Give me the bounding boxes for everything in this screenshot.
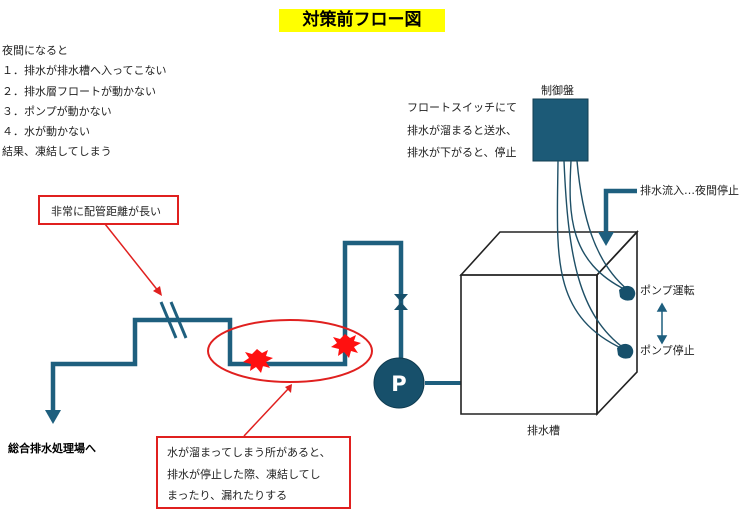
drain-tank	[459, 229, 639, 416]
problem-area-ellipse	[207, 319, 373, 383]
float-cable	[576, 160, 629, 291]
float-cable	[556, 160, 624, 350]
float-switch-icon	[617, 343, 634, 359]
inflow-label: 排水流入…夜間停止	[640, 184, 739, 197]
pump-icon	[373, 357, 425, 409]
pipe-break-icon	[159, 301, 188, 339]
note-line: 結果、凍結してしまう	[2, 145, 112, 159]
inflow-pipe	[603, 188, 637, 236]
note-line: 夜間になると	[2, 44, 68, 57]
note-line: フロートスイッチにて	[407, 101, 517, 114]
discharge-pipe	[50, 240, 404, 418]
float-cable	[569, 160, 627, 291]
control-panel	[532, 98, 589, 162]
arrow-down-icon	[45, 410, 61, 424]
arrow-down-icon	[598, 232, 614, 246]
callout-freeze: 水が溜まってしまう所があると、 排水が停止した際、凍結してし まったり、漏れたり…	[156, 436, 351, 509]
page-title: 対策前フロー図	[279, 9, 445, 32]
note-line: １．排水が排水槽へ入ってこない	[2, 64, 167, 78]
note-line: ３．ポンプが動かない	[2, 104, 112, 118]
float-cable	[563, 160, 626, 350]
callout-leader-line	[104, 223, 160, 293]
note-line: ４．水が動かない	[2, 125, 90, 139]
callout-line: まったり、漏れたりする	[167, 489, 288, 502]
control-panel-label: 制御盤	[541, 84, 574, 97]
float-switch-icon	[619, 285, 636, 301]
range-arrow-icon	[656, 302, 668, 345]
arrowhead-icon	[153, 286, 162, 296]
burst-icon	[331, 334, 361, 358]
valve-icon	[394, 294, 408, 310]
note-line: 排水が溜まると送水、	[407, 123, 517, 137]
note-line: ２．排水層フロートが動かない	[2, 84, 156, 98]
tank-label: 排水槽	[527, 424, 560, 437]
destination-label: 総合排水処理場へ	[8, 442, 96, 455]
callout-line: 水が溜まってしまう所があると、	[167, 446, 331, 459]
pump-symbol: P	[391, 372, 406, 396]
callout-pipe-distance: 非常に配管距離が長い	[38, 195, 179, 225]
callout-leader-line	[243, 387, 290, 437]
pump-run-label: ポンプ運転	[640, 284, 695, 297]
notes-list: 夜間になると １．排水が排水槽へ入ってこない ２．排水層フロートが動かない ３．…	[2, 41, 166, 163]
float-switch-note: フロートスイッチにて 排水が溜まると送水、 排水が下がると、停止	[407, 97, 517, 165]
pump-stop-label: ポンプ停止	[640, 344, 695, 357]
burst-icon	[243, 349, 273, 373]
callout-line: 排水が停止した際、凍結してし	[167, 467, 321, 481]
arrowhead-icon	[285, 384, 292, 393]
note-line: 排水が下がると、停止	[407, 146, 517, 159]
